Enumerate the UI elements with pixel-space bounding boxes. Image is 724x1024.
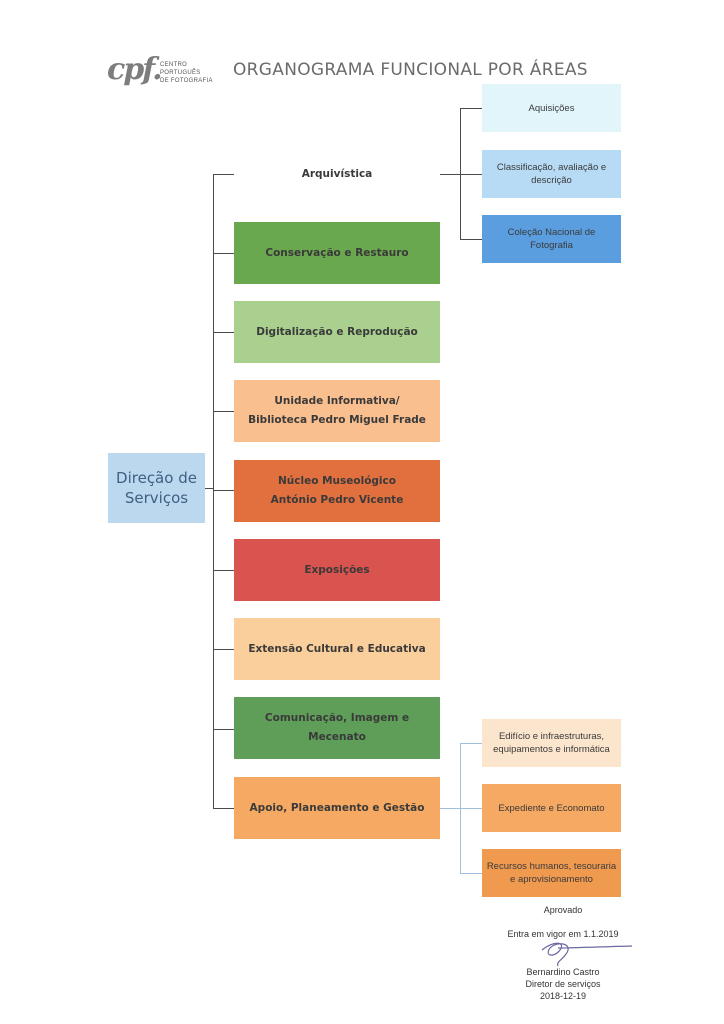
archive-branch (460, 108, 482, 109)
root-line: Serviços (124, 489, 189, 507)
signatory-name: Bernardino Castro (526, 967, 600, 977)
logo-line: CENTRO (160, 62, 188, 68)
area-label: Conservação e Restauro (265, 246, 409, 259)
page-title: ORGANOGRAMA FUNCIONAL POR ÁREAS (233, 60, 588, 80)
branch-connector (213, 729, 234, 730)
in-force-label: Entra em vigor em 1.1.2019 (507, 929, 619, 939)
area-box-apoio-planeamento: Apoio, Planeamento e Gestão (234, 777, 440, 839)
support-branch (460, 808, 482, 809)
area-box-extensao-cultural: Extensão Cultural e Educativa (234, 618, 440, 680)
archive-unit-classificacao: Classificação, avaliação e descrição (482, 150, 621, 198)
area-label: António Pedro Vicente (270, 494, 404, 506)
signature-date: 2018-12-19 (539, 991, 587, 1001)
branch-connector (213, 808, 234, 809)
area-label: Arquivística (301, 167, 373, 180)
main-trunk (213, 174, 214, 809)
support-unit-expediente: Expediente e Economato (482, 784, 621, 832)
root-line: Direção de (116, 469, 197, 487)
unit-label: Recursos humanos, tesouraria (486, 861, 617, 872)
area-box-exposicoes: Exposições (234, 539, 440, 601)
support-branch (460, 743, 482, 744)
approved-label: Aprovado (543, 905, 583, 915)
branch-connector (213, 174, 234, 175)
support-connector (440, 808, 461, 809)
support-branch (460, 873, 482, 874)
unit-label: Expediente e Economato (498, 802, 605, 814)
branch-connector (213, 490, 234, 491)
root-box-direcao-servicos: Direção de Serviços (108, 453, 205, 523)
area-label: Núcleo Museológico (278, 475, 396, 487)
cpf-logo: cpf. CENTRO PORTUGUÊS DE FOTOGRAFIA (107, 55, 227, 91)
signatory-role: Diretor de serviços (525, 979, 601, 989)
area-box-unidade-informativa: Unidade Informativa/ Biblioteca Pedro Mi… (234, 380, 440, 442)
archive-connector (440, 174, 461, 175)
logo-line: PORTUGUÊS (160, 70, 201, 76)
logo-line: DE FOTOGRAFIA (160, 78, 213, 84)
logo-mark: cpf. (107, 52, 163, 87)
branch-connector (213, 253, 234, 254)
unit-label: Edifício e infraestruturas, equipamentos… (493, 731, 610, 755)
logo-text: CENTRO PORTUGUÊS DE FOTOGRAFIA (160, 61, 213, 85)
archive-branch (460, 174, 482, 175)
unit-label: Aquisições (528, 102, 575, 114)
area-label: Biblioteca Pedro Miguel Frade (248, 414, 426, 426)
unit-label: Classificação, avaliação e descrição (496, 162, 607, 186)
branch-connector (213, 411, 234, 412)
branch-connector (213, 570, 234, 571)
unit-label: e aprovisionamento (510, 874, 593, 885)
area-box-nucleo-museologico: Núcleo Museológico António Pedro Vicente (234, 460, 440, 522)
archive-unit-colecao-nacional: Coleção Nacional de Fotografia (482, 215, 621, 263)
area-label: Digitalização e Reprodução (256, 325, 418, 338)
area-label: Apoio, Planeamento e Gestão (249, 801, 425, 814)
support-unit-edificio: Edifício e infraestruturas, equipamentos… (482, 719, 621, 767)
branch-connector (213, 649, 234, 650)
archive-branch (460, 239, 482, 240)
area-box-arquivistica: Arquivística (234, 160, 440, 188)
support-unit-recursos-humanos: Recursos humanos, tesouraria e aprovisio… (482, 849, 621, 897)
archive-unit-aquisicoes: Aquisições (482, 84, 621, 132)
area-label: Exposições (304, 563, 370, 576)
area-label: Extensão Cultural e Educativa (248, 642, 426, 655)
area-box-conservacao: Conservação e Restauro (234, 222, 440, 284)
area-label: Unidade Informativa/ (274, 395, 400, 407)
unit-label: Coleção Nacional de Fotografia (507, 227, 596, 251)
area-label: Comunicação, Imagem e Mecenato (264, 712, 410, 743)
area-box-comunicacao: Comunicação, Imagem e Mecenato (234, 697, 440, 759)
signature-mark (541, 942, 633, 967)
area-box-digitalizacao: Digitalização e Reprodução (234, 301, 440, 363)
root-connector (205, 488, 213, 489)
branch-connector (213, 332, 234, 333)
